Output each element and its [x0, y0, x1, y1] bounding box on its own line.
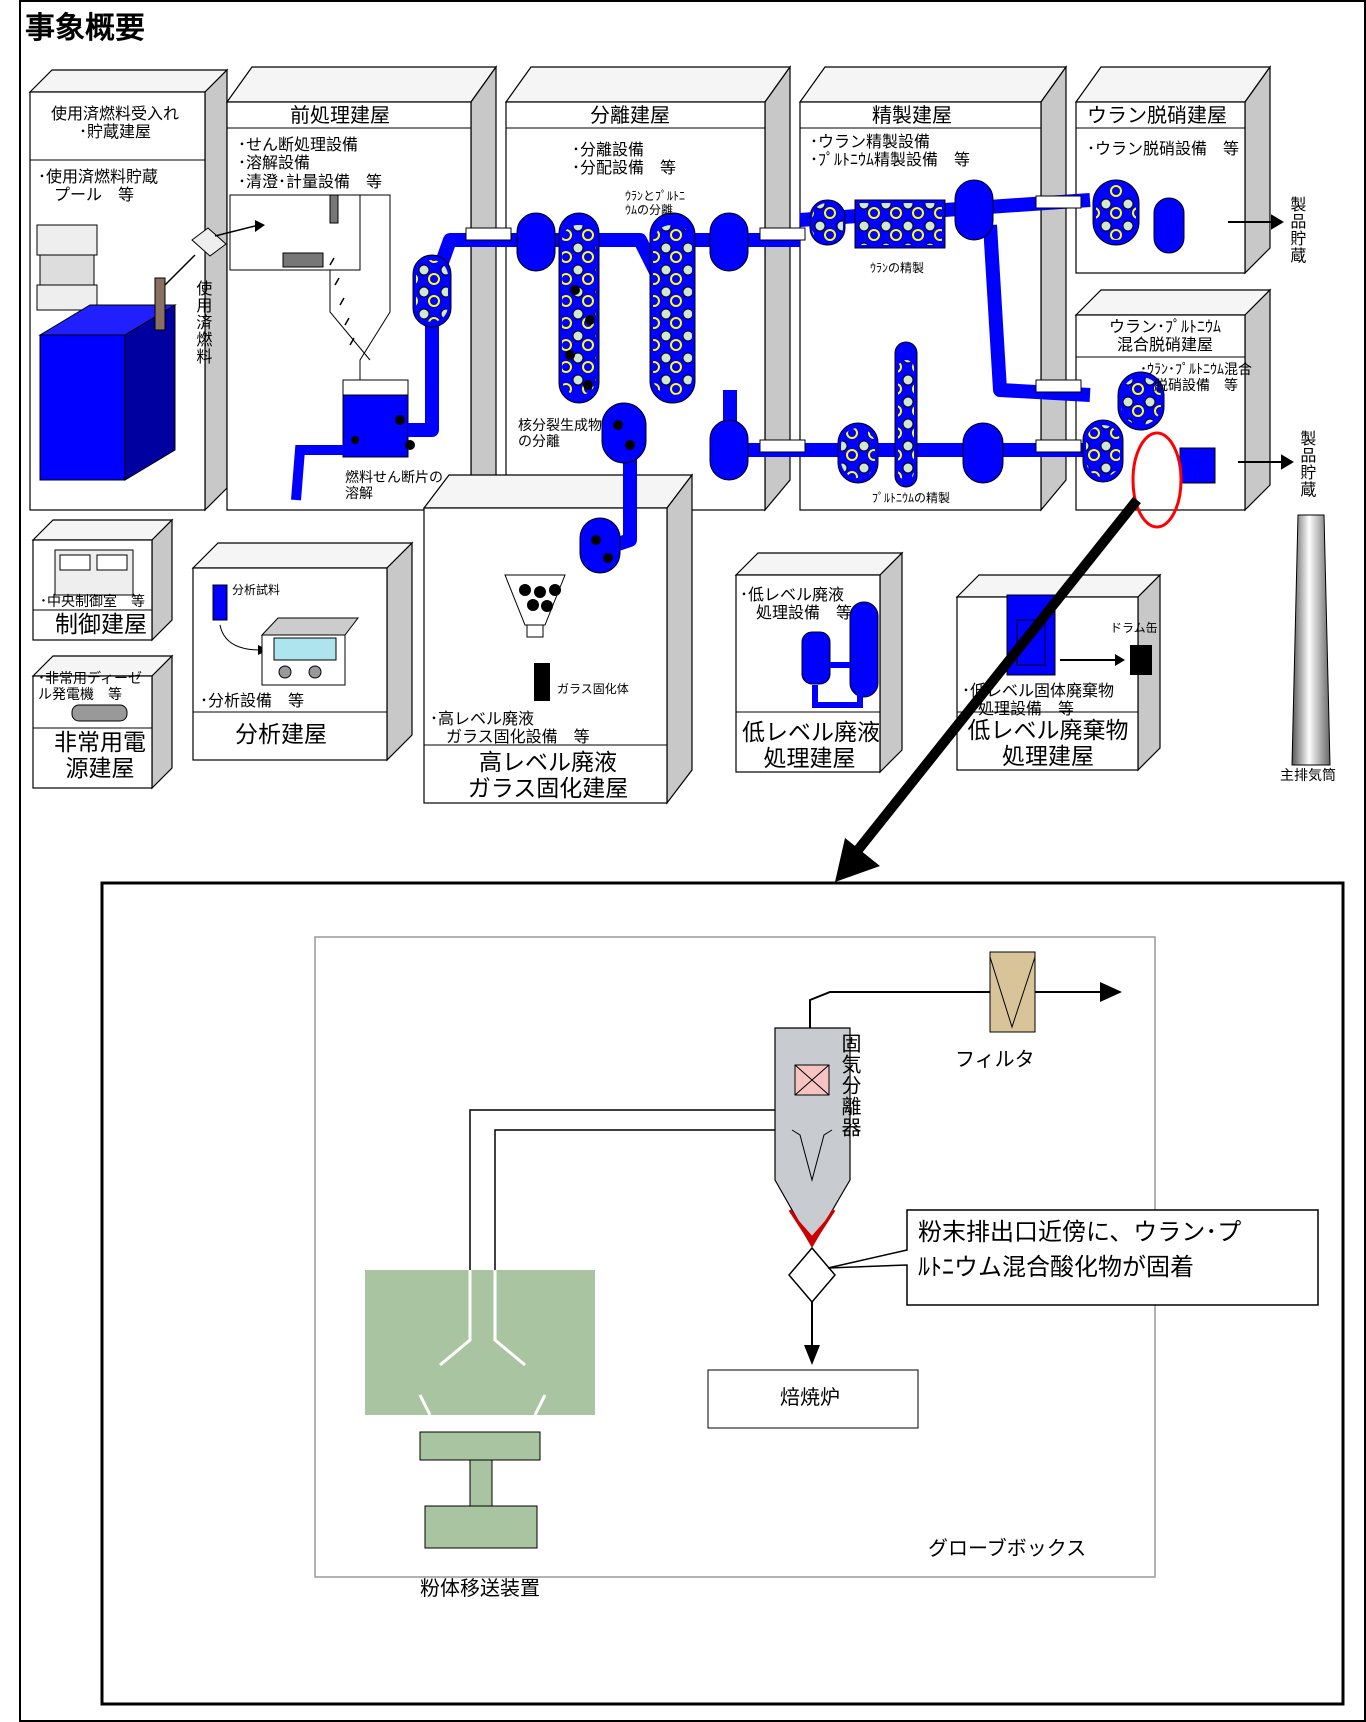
deposit-mark	[788, 1209, 836, 1248]
low-solid-drum: ドラム缶	[1110, 621, 1158, 635]
page-title: 事象概要	[25, 11, 145, 46]
mox-denitration-equipment: ･ｳﾗﾝ･ﾌﾟﾙﾄﾆｳﾑ混合 脱硝設備 等	[1140, 362, 1252, 395]
dissolver	[342, 394, 409, 458]
glovebox-label: グローブボックス	[928, 1536, 1087, 1560]
building-vitrification	[422, 473, 694, 805]
receiving-equipment: ･使用済燃料貯蔵 プール 等	[38, 167, 159, 205]
callout-box	[827, 1209, 1319, 1306]
diesel-generator-icon	[71, 704, 128, 722]
purification-name: 精製建屋	[872, 103, 952, 127]
purification-note-pu: ﾌﾟﾙﾄﾆｳﾑの精製	[872, 491, 951, 505]
calciner-label: 焙焼炉	[780, 1385, 840, 1409]
vitrification-product: ガラス固化体	[557, 682, 629, 696]
separation-equipment: ･分離設備 ･分配設備 等	[572, 140, 677, 178]
purification-equipment: ･ウラン精製設備 ･ﾌﾟﾙﾄﾆｳﾑ精製設備 等	[810, 132, 971, 170]
evaporator-icon	[801, 601, 879, 708]
separation-name: 分離建屋	[590, 103, 670, 127]
low-solid-name: 低レベル廃棄物 処理建屋	[967, 718, 1129, 771]
mox-denitration-name: ウラン･ﾌﾟﾙﾄﾆｳﾑ 混合脱硝建屋	[1108, 317, 1221, 355]
control-name: 制御建屋	[55, 612, 147, 638]
fuel-cask-icon	[36, 224, 98, 311]
sample-icon	[212, 584, 228, 621]
separation-note-fp: 核分裂生成物 の分離	[518, 418, 602, 451]
head-end-equipment: ･せん断処理設備 ･溶解設備 ･清澄･計量設備 等	[238, 135, 383, 191]
analysis-sample: 分析試料	[232, 583, 281, 597]
receiving-name: 使用済燃料受入れ ･貯蔵建屋	[50, 104, 179, 142]
transfer-device	[365, 1270, 595, 1415]
spent-fuel-label: 使用済燃料	[193, 280, 213, 365]
pointer-arrow	[846, 496, 1141, 864]
emergency-name: 非常用電 源建屋	[54, 730, 146, 783]
purification-note-u: ｳﾗﾝの精製	[870, 261, 925, 275]
powder-transfer-label: 粉体移送装置	[420, 1576, 540, 1600]
building-emergency-power	[31, 654, 174, 790]
head-end-name: 前処理建屋	[290, 103, 390, 127]
filter-icon	[989, 951, 1036, 1033]
emergency-equipment: ･非常用ディーゼ ル発電機 等	[38, 671, 143, 704]
filter-label: フィルタ	[955, 1047, 1035, 1071]
calciner-box	[707, 1369, 919, 1429]
low-liquid-name: 低レベル廃液 処理建屋	[742, 720, 880, 773]
product-storage-2: 製品貯蔵	[1297, 430, 1317, 498]
stack-icon	[1291, 514, 1331, 766]
analysis-name: 分析建屋	[235, 722, 327, 748]
u-denitration-equipment: ･ウラン脱硝設備 等	[1087, 139, 1240, 158]
storage-pool-icon	[38, 304, 177, 481]
control-panel-icon	[54, 549, 134, 596]
head-end-note: 燃料せん断片の 溶解	[345, 470, 443, 503]
control-equipment: ･中央制御室 等	[40, 594, 145, 610]
low-solid-equipment: ･低レベル固体廃棄物 処理設備 等	[962, 681, 1115, 719]
callout-text: 粉末排出口近傍に、ウラン･プ ﾙﾄﾆウム混合酸化物が固着	[918, 1218, 1242, 1281]
drum-icon	[1130, 645, 1152, 675]
vitrification-equipment: ･高レベル廃液 ガラス固化設備 等	[430, 709, 590, 747]
stack-name: 主排気筒	[1280, 768, 1336, 784]
glovebox-icon	[260, 617, 360, 686]
u-denitration-name: ウラン脱硝建屋	[1087, 103, 1227, 127]
highlight-oval	[1131, 431, 1183, 529]
product-storage-1: 製品貯蔵	[1287, 196, 1307, 264]
separator-label: 固気分離器	[838, 1033, 862, 1138]
fuel-assembly-icon	[154, 277, 166, 331]
separation-note-u-pu: ｳﾗﾝとﾌﾟﾙﾄﾆ ｳﾑの分離	[625, 189, 686, 217]
analysis-equipment: ･分析設備 等	[200, 691, 305, 710]
low-liquid-equipment: ･低レベル廃液 処理設備 等	[740, 585, 853, 623]
vitrification-name: 高レベル廃液 ガラス固化建屋	[467, 750, 629, 803]
